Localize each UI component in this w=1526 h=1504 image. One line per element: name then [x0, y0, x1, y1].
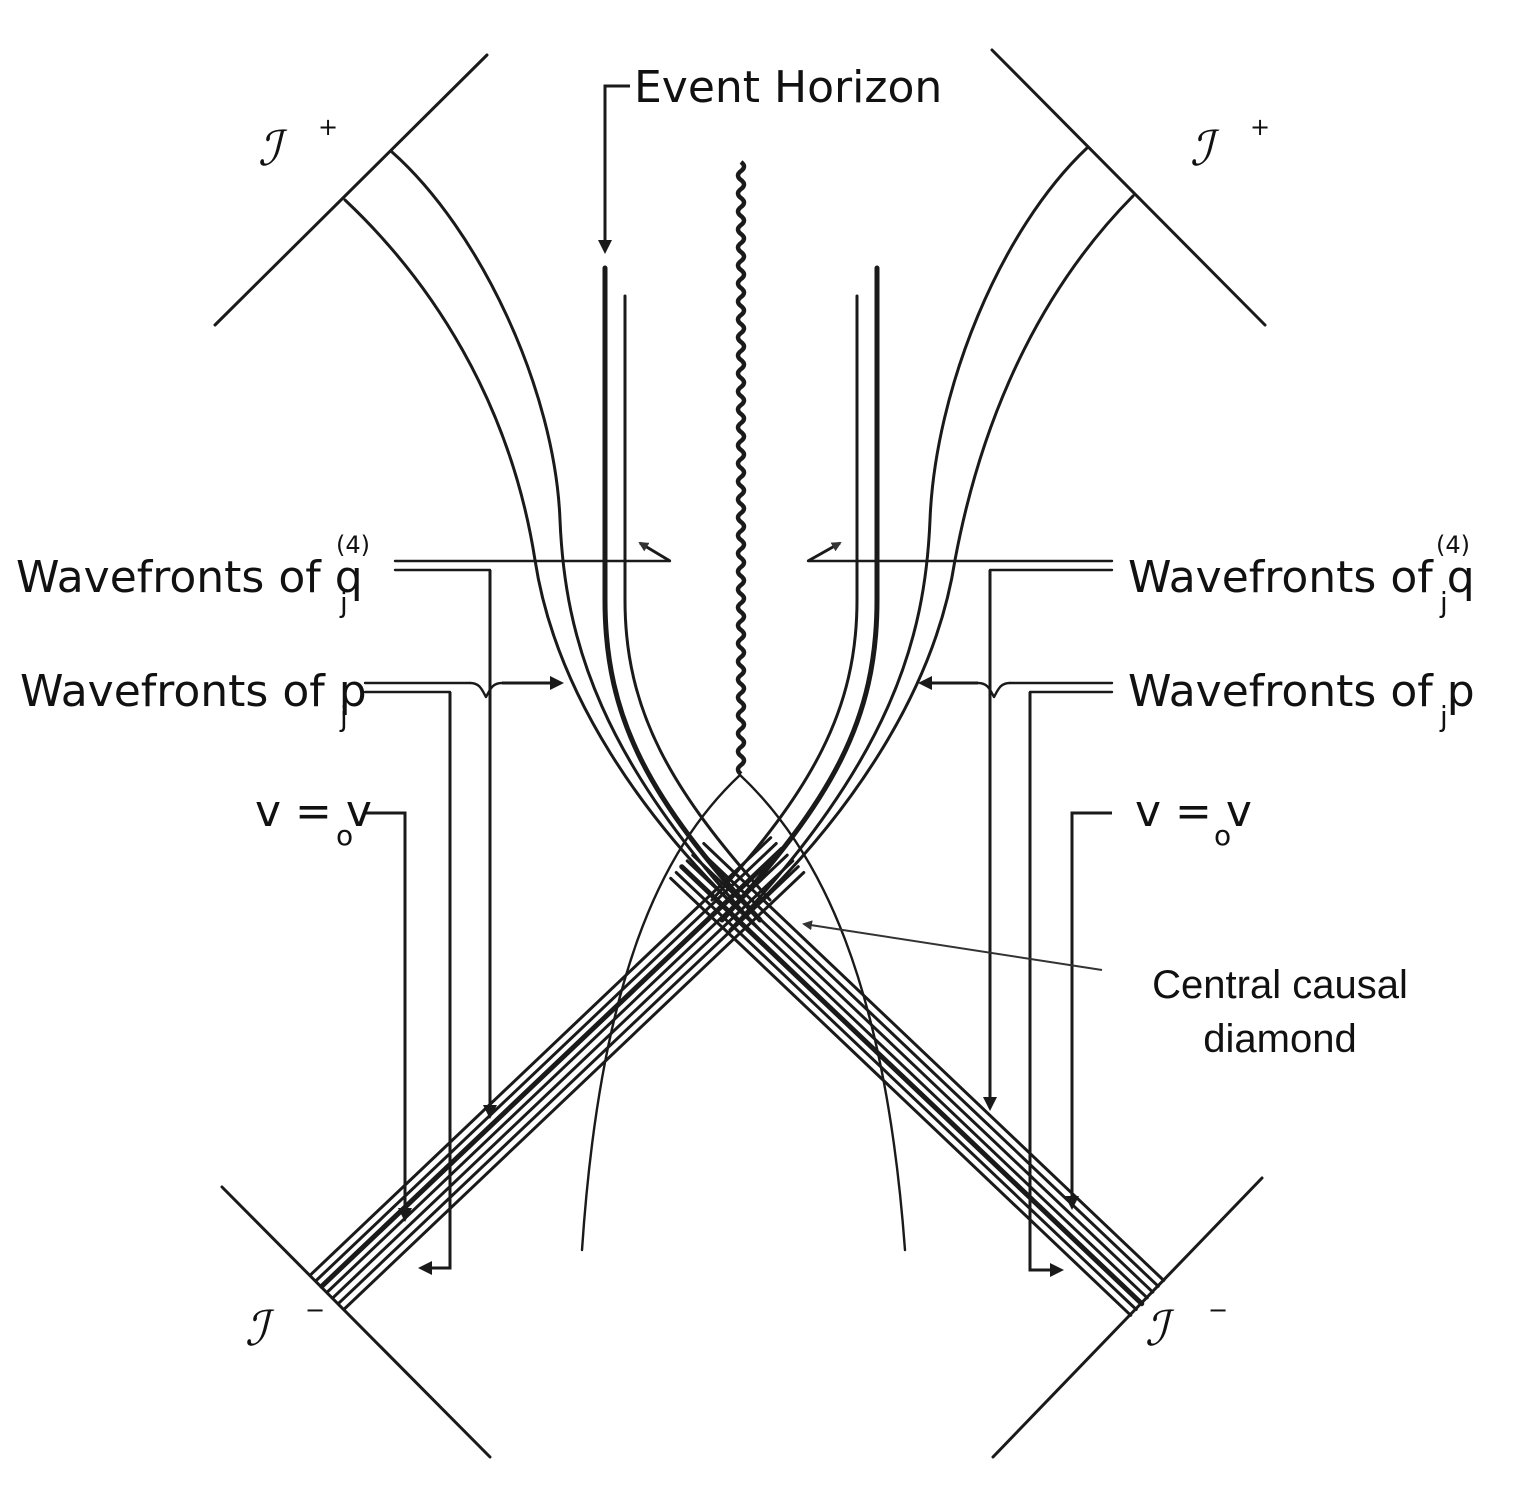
q-wavefront-lines — [393, 541, 1114, 1119]
svg-text:v = v: v = v — [1135, 786, 1252, 837]
svg-text:+: + — [318, 113, 338, 141]
q-right-small-arrow — [807, 541, 842, 563]
bundle-a-line-7 — [342, 871, 806, 1311]
v0-right-arrow — [1065, 811, 1112, 1210]
bundle-b-line-4 — [685, 859, 1149, 1300]
scri-boundaries — [213, 48, 1267, 1459]
central-diamond-pointer — [802, 920, 1103, 971]
central-diamond-label: Central causal diamond — [1152, 963, 1408, 1061]
outer-curve-left-2 — [343, 198, 762, 932]
svg-text:ℐ: ℐ — [1190, 121, 1220, 177]
bundle-a-line-3 — [319, 846, 785, 1289]
q-left-small-arrow — [638, 541, 671, 563]
bundle-b-line-6 — [696, 847, 1160, 1288]
p-right-brace — [976, 681, 1012, 699]
svg-text:o: o — [336, 819, 353, 852]
scri-minus-left-line — [220, 1185, 492, 1459]
svg-text:Wavefronts of q: Wavefronts of q — [16, 552, 363, 603]
bundle-b-line-3 — [679, 864, 1145, 1307]
svg-text:j: j — [339, 586, 348, 619]
wavefronts-q-right-label: Wavefronts of q j (4) — [1128, 531, 1475, 619]
event-horizon-arrow — [598, 84, 630, 254]
scri-minus-right-label: ℐ − — [1145, 1296, 1228, 1357]
bundle-b-line-2 — [674, 871, 1138, 1311]
wavefronts-q-left-label: Wavefronts of q j (4) — [16, 531, 370, 619]
p-right-down-arrow — [1028, 692, 1064, 1277]
svg-text:Wavefronts of p: Wavefronts of p — [1128, 666, 1475, 717]
svg-text:+: + — [1250, 113, 1270, 141]
horizon-left-thick — [602, 265, 763, 923]
p-left-down-arrow — [418, 692, 452, 1275]
svg-text:Wavefronts of q: Wavefronts of q — [1128, 552, 1475, 603]
horizon-right-thick — [719, 265, 880, 923]
event-horizon-label: Event Horizon — [634, 62, 942, 113]
svg-text:Central causal: Central causal — [1152, 963, 1408, 1007]
diagonal-bundle-left-up — [309, 836, 806, 1311]
outer-curve-left-1 — [390, 150, 762, 932]
horizon-right-thin — [710, 294, 859, 902]
outer-curve-right-1 — [728, 146, 1089, 932]
horizon-left-thin — [623, 294, 772, 902]
scri-plus-left-label: ℐ + — [258, 113, 338, 177]
svg-text:Wavefronts of p: Wavefronts of p — [20, 666, 367, 717]
inner-curve-right — [738, 773, 907, 1252]
bundle-a-line-6 — [336, 865, 800, 1306]
svg-text:(4): (4) — [1436, 531, 1470, 559]
wavefronts-p-left-label: Wavefronts of p j — [20, 666, 367, 733]
svg-text:j: j — [339, 700, 348, 733]
bundle-a-line-4 — [325, 853, 789, 1294]
scri-plus-left-line — [213, 53, 489, 327]
svg-text:ℐ: ℐ — [245, 1301, 275, 1357]
svg-text:j: j — [1439, 700, 1448, 733]
svg-text:ℐ: ℐ — [258, 121, 288, 177]
scri-plus-right-label: ℐ + — [1190, 113, 1270, 177]
v0-left-label: v = v o — [255, 786, 372, 852]
p-left-brace — [468, 681, 504, 699]
v0-lines — [365, 811, 1112, 1222]
bundle-a-line-1 — [309, 836, 773, 1277]
scri-minus-left-label: ℐ − — [245, 1296, 325, 1357]
v0-left-arrow — [365, 811, 412, 1222]
bundle-b-line-5 — [691, 853, 1155, 1294]
bundle-b-line-7 — [702, 842, 1166, 1282]
svg-text:o: o — [1214, 819, 1231, 852]
svg-text:v = v: v = v — [255, 786, 372, 837]
svg-text:ℐ: ℐ — [1145, 1301, 1175, 1357]
svg-text:j: j — [1439, 586, 1448, 619]
p-wavefront-lines — [363, 676, 1114, 1277]
bundle-b-line-1 — [669, 876, 1133, 1317]
bundle-a-line-5 — [331, 859, 795, 1300]
inner-lightcone — [580, 773, 907, 1252]
svg-text:(4): (4) — [336, 531, 370, 559]
svg-text:−: − — [305, 1296, 325, 1324]
svg-text:diamond: diamond — [1203, 1017, 1356, 1061]
scri-minus-right-line — [991, 1176, 1264, 1459]
scri-plus-right-line — [990, 48, 1267, 327]
diagonal-bundle-right-up — [669, 842, 1166, 1317]
inner-curve-left — [580, 773, 742, 1252]
singularity-line — [735, 160, 747, 776]
wavefronts-p-right-label: Wavefronts of p j — [1128, 666, 1475, 733]
svg-text:−: − — [1208, 1296, 1228, 1324]
bundle-a-line-2 — [314, 842, 778, 1282]
v0-right-label: v = v o — [1135, 786, 1252, 852]
